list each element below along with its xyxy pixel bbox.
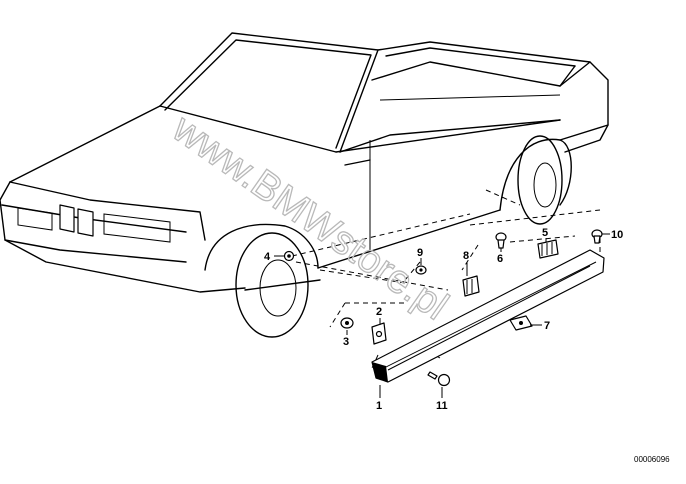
callout-11: 11 xyxy=(436,400,448,412)
callout-4: 4 xyxy=(264,251,271,263)
callout-3: 3 xyxy=(343,336,349,348)
grommet-part-4 xyxy=(283,250,295,262)
clip-part-5 xyxy=(537,239,559,259)
drawing-code: 00006096 xyxy=(634,455,670,464)
screw-part-6 xyxy=(495,232,507,249)
bracket-part-7 xyxy=(509,315,533,331)
nut-part-9 xyxy=(415,265,427,275)
leader-lines xyxy=(291,189,601,369)
clip-part-8 xyxy=(462,275,480,297)
nut-part-3 xyxy=(340,317,354,329)
callout-1: 1 xyxy=(376,400,382,412)
clip-part-2 xyxy=(371,322,387,345)
callout-9: 9 xyxy=(417,247,423,259)
callout-10: 10 xyxy=(611,229,623,241)
callout-labels: 1 2 3 4 5 6 7 8 9 10 11 xyxy=(264,227,623,412)
car-outline xyxy=(0,32,609,338)
callout-leaders xyxy=(274,233,610,398)
callout-6: 6 xyxy=(497,253,503,265)
bolt-part-11 xyxy=(427,371,451,387)
screw-part-10 xyxy=(591,229,603,244)
sill-trim-part xyxy=(371,249,605,383)
callout-7: 7 xyxy=(544,320,550,332)
callout-2: 2 xyxy=(376,306,382,318)
watermark-text: www.BMWstore.pl xyxy=(164,106,456,329)
callout-5: 5 xyxy=(542,227,548,239)
callout-8: 8 xyxy=(463,250,469,262)
